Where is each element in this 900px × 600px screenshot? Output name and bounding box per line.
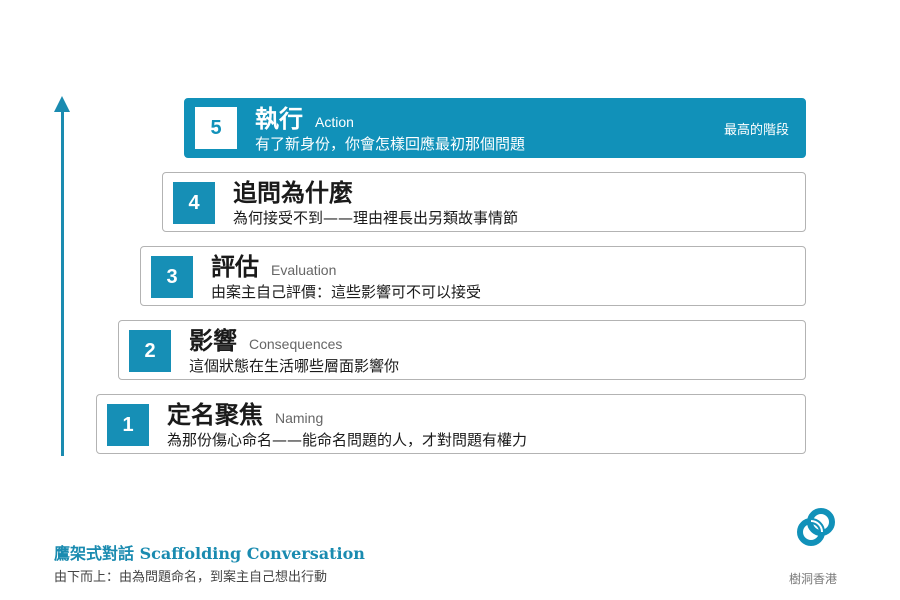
step-description: 為何接受不到——理由裡長出另類故事情節	[233, 209, 519, 227]
diagram-title: 鷹架式對話 Scaffolding Conversation	[54, 544, 365, 563]
step-title-en: Naming	[275, 410, 324, 426]
step-5-action: 5 執行 Action 有了新身份，你會怎樣回應最初那個問題 最高的階段	[184, 98, 806, 158]
step-title-en: Evaluation	[271, 262, 337, 278]
step-4-why: 4 追問為什麼 為何接受不到——理由裡長出另類故事情節	[162, 172, 806, 232]
arrow-head	[54, 96, 70, 112]
arrow-shaft	[61, 110, 64, 456]
step-description: 有了新身份，你會怎樣回應最初那個問題	[255, 135, 526, 153]
highest-stage-badge: 最高的階段	[723, 123, 789, 138]
step-title: 定名聚焦 Naming	[167, 400, 323, 433]
step-number: 4	[173, 182, 215, 224]
step-title-en: Action	[315, 114, 354, 130]
step-number: 1	[107, 404, 149, 446]
linked-circles-icon	[797, 508, 835, 546]
step-2-consequences: 2 影響 Consequences 這個狀態在生活哪些層面影響你	[118, 320, 806, 380]
step-1-naming: 1 定名聚焦 Naming 為那份傷心命名——能命名問題的人，才對問題有權力	[96, 394, 806, 454]
step-description: 這個狀態在生活哪些層面影響你	[189, 357, 400, 375]
step-title-zh: 追問為什麼	[233, 179, 353, 207]
upward-arrow	[54, 96, 70, 458]
diagram-subtitle: 由下而上：由為問題命名，到案主自己想出行動	[54, 570, 328, 585]
step-description: 為那份傷心命名——能命名問題的人，才對問題有權力	[167, 431, 528, 449]
step-title: 影響 Consequences	[189, 326, 342, 359]
step-3-evaluation: 3 評估 Evaluation 由案主自己評價：這些影響可不可以接受	[140, 246, 806, 306]
step-title: 評估 Evaluation	[211, 252, 336, 285]
step-number: 5	[195, 107, 237, 149]
step-title-en: Consequences	[249, 336, 343, 352]
step-title-zh: 執行	[255, 105, 303, 133]
step-title: 追問為什麼	[233, 178, 353, 208]
step-number: 3	[151, 256, 193, 298]
step-title-zh: 影響	[189, 327, 237, 355]
step-title-zh: 定名聚焦	[167, 401, 263, 429]
step-description: 由案主自己評價：這些影響可不可以接受	[211, 283, 482, 301]
step-title-zh: 評估	[211, 253, 259, 281]
step-title: 執行 Action	[255, 104, 354, 137]
logo-text: 樹洞香港	[789, 572, 838, 586]
step-number: 2	[129, 330, 171, 372]
